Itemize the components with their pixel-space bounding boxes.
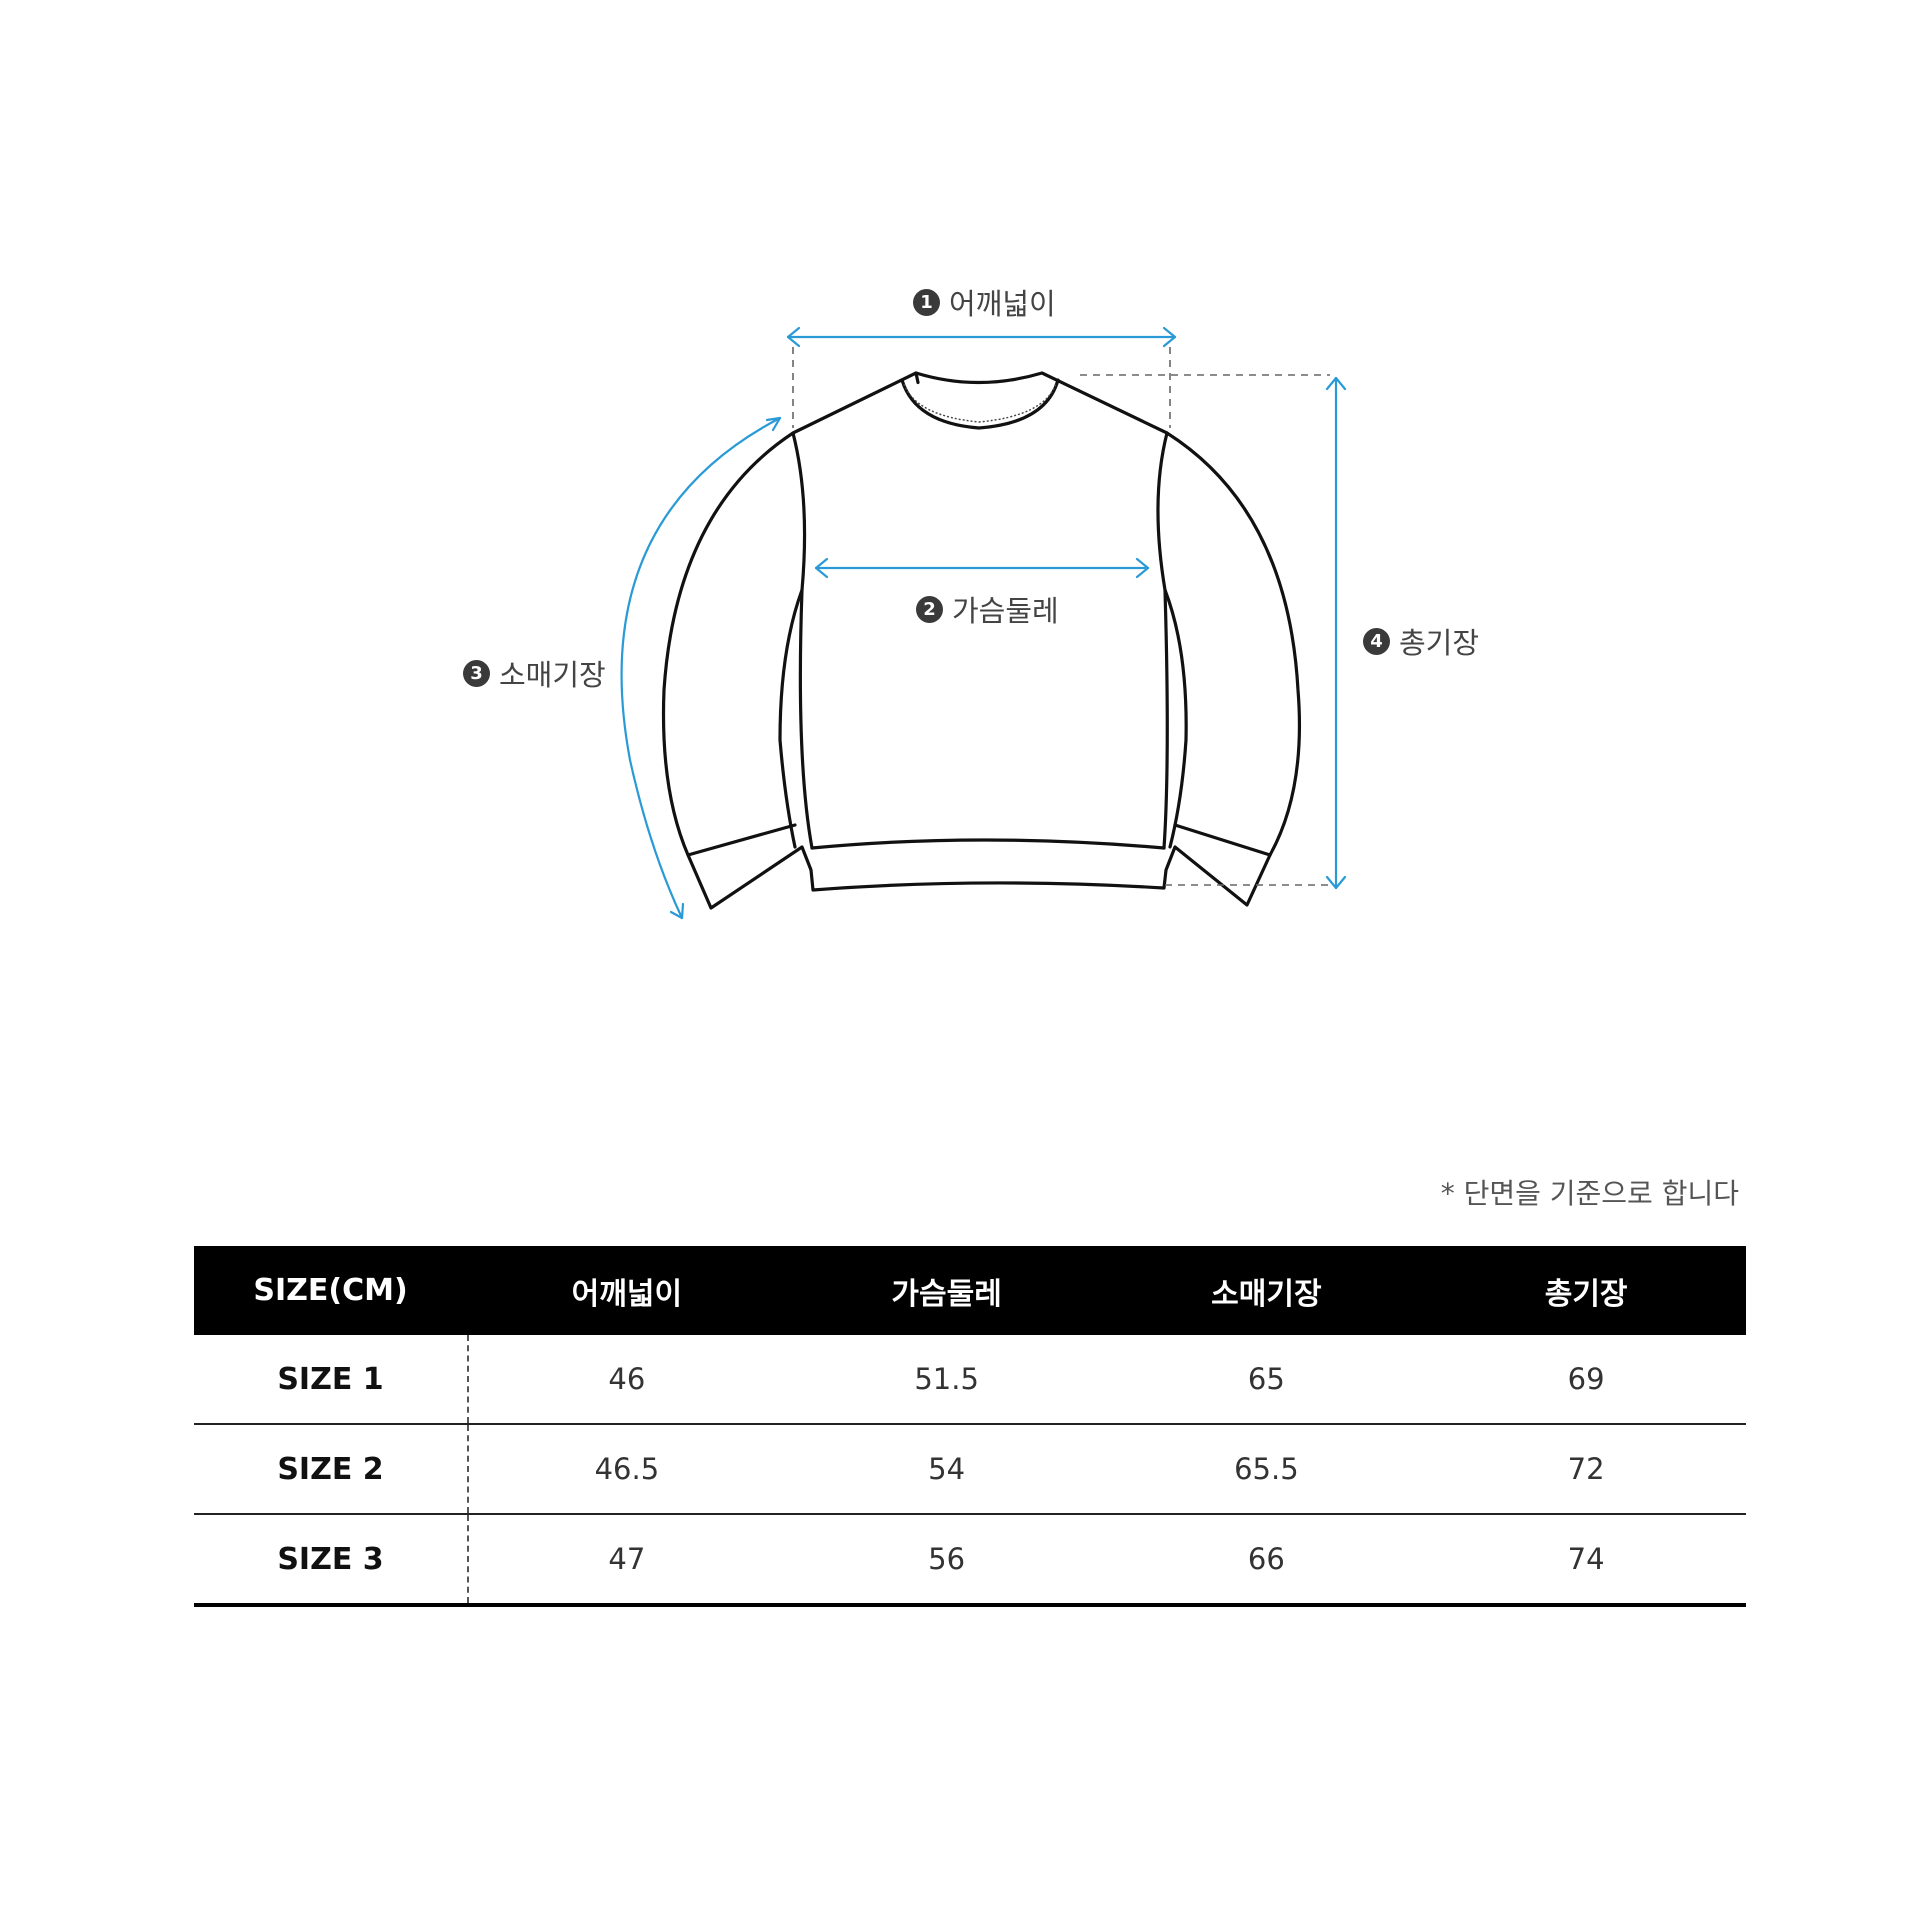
- header-length: 총기장: [1544, 1276, 1628, 1312]
- length-value: 69: [1567, 1362, 1605, 1396]
- sleeve-value: 66: [1247, 1542, 1285, 1576]
- sleeve-value: 65: [1247, 1362, 1285, 1396]
- measurement-label-shoulder: 1 어깨넓이: [913, 281, 1056, 323]
- chest-value: 51.5: [914, 1362, 979, 1396]
- number-badge: 1: [913, 288, 940, 316]
- measurement-label-sleeve: 3 소매기장: [463, 652, 606, 694]
- chest-value: 56: [928, 1542, 966, 1576]
- column-divider: [467, 1425, 469, 1513]
- measurement-text: 소매기장: [499, 658, 606, 692]
- size-diagram: 1 어깨넓이 2 가슴둘레 3 소매기장 4 총기장: [463, 281, 1479, 920]
- header-size: SIZE(CM): [253, 1273, 408, 1308]
- sleeve-value: 65.5: [1234, 1452, 1299, 1486]
- table-row: SIZE 1 46 51.5 65 69: [194, 1335, 1746, 1425]
- measurement-label-chest: 2 가슴둘레: [916, 588, 1059, 630]
- size-table: SIZE(CM) 어깨넓이 가슴둘레 소매기장 총기장 SIZE 1 46 51…: [194, 1246, 1746, 1607]
- header-shoulder: 어깨넓이: [571, 1276, 683, 1312]
- size-label: SIZE 2: [277, 1451, 384, 1487]
- measurement-label-length: 4 총기장: [1363, 620, 1479, 662]
- shoulder-value: 47: [608, 1542, 646, 1576]
- column-divider: [467, 1335, 469, 1423]
- measurement-text: 가슴둘레: [952, 594, 1059, 628]
- shoulder-value: 46.5: [594, 1452, 660, 1486]
- table-row: SIZE 3 47 56 66 74: [194, 1515, 1746, 1607]
- header-chest: 가슴둘레: [891, 1276, 1002, 1312]
- length-value: 72: [1567, 1452, 1605, 1486]
- size-label: SIZE 3: [277, 1541, 384, 1577]
- length-value: 74: [1567, 1542, 1605, 1576]
- number-badge: 2: [916, 595, 943, 623]
- sweatshirt-illustration: [620, 326, 1347, 920]
- table-header: SIZE(CM) 어깨넓이 가슴둘레 소매기장 총기장: [194, 1246, 1746, 1335]
- measurement-note: * 단면을 기준으로 합니다: [1440, 1177, 1739, 1210]
- table-row: SIZE 2 46.5 54 65.5 72: [194, 1425, 1746, 1515]
- size-label: SIZE 1: [277, 1361, 384, 1397]
- measurement-arrows: [620, 326, 1347, 920]
- shoulder-value: 46: [608, 1362, 646, 1396]
- chest-value: 54: [928, 1452, 966, 1486]
- measurement-text: 어깨넓이: [949, 287, 1056, 321]
- number-badge: 3: [463, 659, 490, 687]
- column-divider: [467, 1515, 469, 1603]
- number-badge: 4: [1363, 627, 1390, 655]
- header-sleeve: 소매기장: [1211, 1276, 1322, 1312]
- sweatshirt-outline: [661, 371, 1302, 910]
- measurement-text: 총기장: [1399, 626, 1480, 660]
